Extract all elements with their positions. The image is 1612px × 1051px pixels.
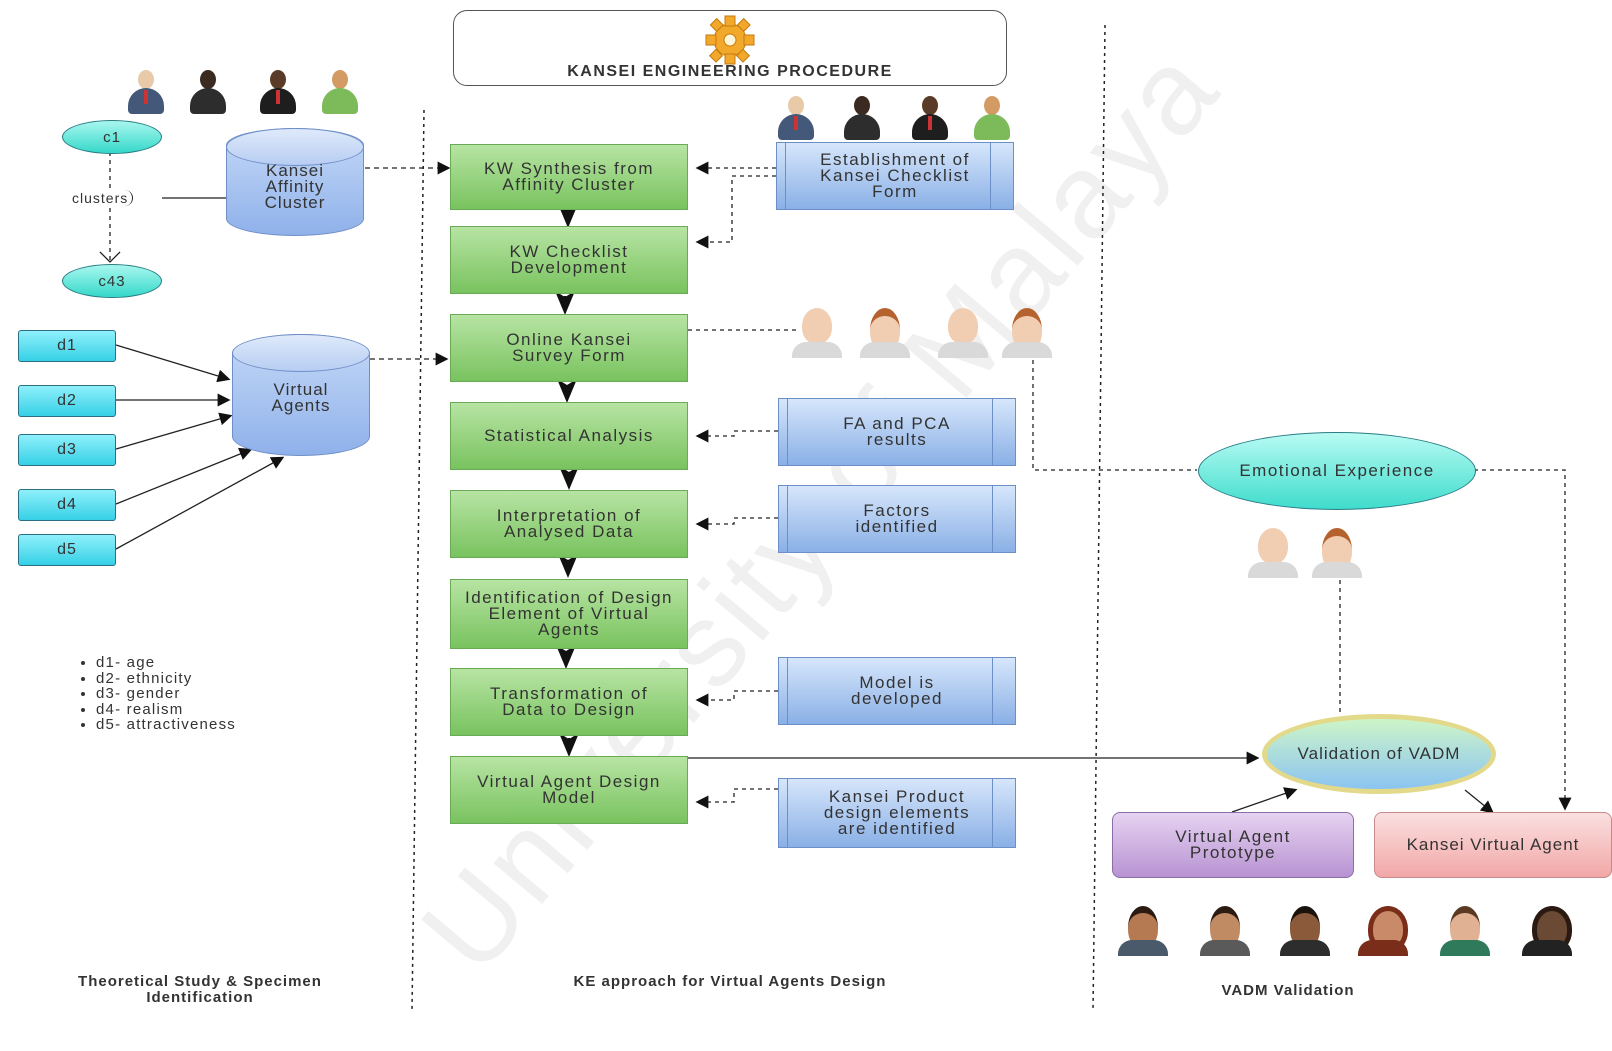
input-fa-pca: FA and PCA results bbox=[778, 398, 1016, 466]
step-kw-synthesis: KW Synthesis from Affinity Cluster bbox=[450, 144, 688, 210]
dimension-d1: d1 bbox=[18, 330, 116, 362]
kansei-affinity-cluster-cylinder: Kansei Affinity Cluster bbox=[226, 128, 364, 236]
virtual-agent-prototype: Virtual Agent Prototype bbox=[1112, 812, 1354, 878]
dimension-d5: d5 bbox=[18, 534, 116, 566]
step-statistical-analysis: Statistical Analysis bbox=[450, 402, 688, 470]
business-people-group-left bbox=[126, 70, 376, 116]
section-title-theoretical: Theoretical Study & Specimen Identificat… bbox=[78, 973, 322, 1006]
cluster-c1: c1 bbox=[62, 120, 162, 154]
clusters-label: clusters bbox=[68, 190, 134, 206]
step-interpretation: Interpretation of Analysed Data bbox=[450, 490, 688, 558]
procedure-title: KANSEI ENGINEERING PROCEDURE bbox=[567, 63, 893, 80]
cluster-c43: c43 bbox=[62, 264, 162, 298]
input-design-elements: Kansei Product design elements are ident… bbox=[778, 778, 1016, 848]
divider-right bbox=[1092, 24, 1106, 1011]
step-online-survey: Online Kansei Survey Form bbox=[450, 314, 688, 382]
kansei-virtual-agent: Kansei Virtual Agent bbox=[1374, 812, 1612, 878]
connector-layer bbox=[99, 24, 1572, 1011]
step-kw-checklist: KW Checklist Development bbox=[450, 226, 688, 294]
step-identification: Identification of Design Element of Virt… bbox=[450, 579, 688, 649]
virtual-agents-cylinder: Virtual Agents bbox=[232, 334, 370, 456]
dimension-d2: d2 bbox=[18, 385, 116, 417]
business-people-group-right bbox=[776, 96, 1026, 142]
gear-icon bbox=[705, 15, 755, 65]
dimension-d4: d4 bbox=[18, 489, 116, 521]
survey-respondents bbox=[790, 306, 1070, 362]
step-transformation: Transformation of Data to Design bbox=[450, 668, 688, 736]
legend-item: d3- gender bbox=[96, 686, 236, 702]
validation-respondents bbox=[1246, 526, 1386, 582]
validation-vadm-node: Validation of VADM bbox=[1262, 714, 1496, 794]
legend-item: d2- ethnicity bbox=[96, 670, 236, 687]
step-design-model: Virtual Agent Design Model bbox=[450, 756, 688, 824]
section-title-vadm-validation: VADM Validation bbox=[1221, 982, 1355, 999]
virtual-agent-portraits bbox=[1116, 904, 1606, 960]
emotional-experience-node: Emotional Experience bbox=[1198, 432, 1476, 510]
procedure-header: KANSEI ENGINEERING PROCEDURE bbox=[453, 10, 1007, 86]
dimension-d3: d3 bbox=[18, 434, 116, 466]
legend-item: d4- realism bbox=[96, 701, 236, 718]
dimension-legend: d1- age d2- ethnicity d3- gender d4- rea… bbox=[70, 655, 236, 733]
divider-left bbox=[411, 109, 425, 1011]
legend-item: d5- attractiveness bbox=[96, 717, 236, 733]
input-checklist-form: Establishment of Kansei Checklist Form bbox=[776, 142, 1014, 210]
input-model-developed: Model is developed bbox=[778, 657, 1016, 725]
legend-item: d1- age bbox=[96, 655, 236, 671]
input-factors: Factors identified bbox=[778, 485, 1016, 553]
section-title-ke-approach: KE approach for Virtual Agents Design bbox=[573, 973, 887, 990]
